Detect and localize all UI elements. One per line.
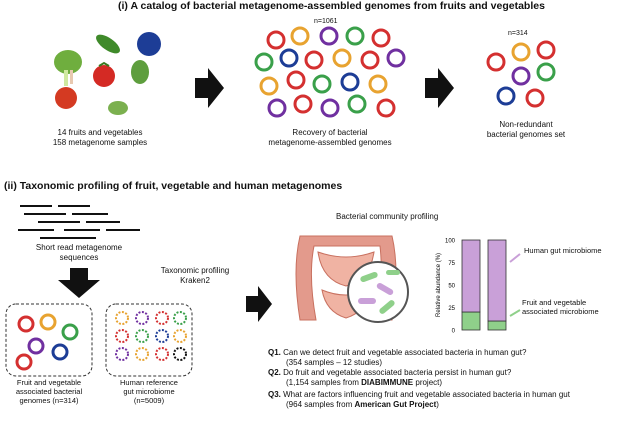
taxonomic-line-1: Taxonomic profiling — [160, 266, 230, 275]
arrow-3 — [246, 286, 272, 322]
bar-segment — [461, 311, 481, 331]
human-box-line-1: Human reference — [120, 378, 178, 387]
q3-text: What are factors influencing fruit and v… — [280, 390, 570, 399]
q2-sub-post: project) — [413, 378, 443, 387]
y-tick-label: 0 — [452, 329, 456, 335]
q3-sub-post: ) — [436, 400, 439, 409]
legend-arrow-human — [509, 253, 521, 263]
bar-segment — [487, 239, 507, 322]
legend-fv-line-2: associated microbiome — [522, 307, 599, 316]
short-reads-caption: Short read metagenome sequences — [4, 243, 154, 263]
fv-box-line-1: Fruit and vegetable — [16, 378, 82, 387]
legend-human: Human gut microbiome — [524, 246, 602, 255]
q2-sub-pre: (1,154 samples from — [286, 378, 362, 387]
taxonomic-line-2: Kraken2 — [180, 276, 210, 285]
short-reads-line-1: Short read metagenome — [35, 243, 123, 252]
short-reads-line-2: sequences — [59, 253, 99, 262]
recovery-genome-circles — [254, 26, 406, 118]
q3-sub-pre: (964 samples from — [286, 400, 355, 409]
fv-box-line-2: associated bacterial — [15, 387, 83, 396]
question-2: Q2. Do fruit and vegetable associated ba… — [268, 368, 511, 378]
recovery-count: n=1061 — [314, 18, 338, 25]
question-3: Q3. What are factors influencing fruit a… — [268, 390, 570, 400]
gut-illustration — [295, 235, 409, 323]
legend-fv: Fruit and vegetable associated microbiom… — [522, 298, 599, 316]
human-box-line-3: (n=5009) — [133, 396, 165, 405]
fv-box-circles — [15, 313, 79, 371]
short-read-lines — [18, 205, 140, 239]
human-reference-box — [105, 303, 193, 377]
q1-sub: (354 samples – 12 studies) — [286, 358, 383, 367]
q1-label: Q1. — [268, 348, 281, 357]
recovery-caption: Recovery of bacterial metagenome-assembl… — [250, 128, 410, 148]
nonredundant-caption-line-1: Non-redundant — [499, 120, 553, 129]
q2-text: Do fruit and vegetable associated bacter… — [280, 368, 512, 377]
bar-segment — [487, 320, 507, 331]
produce-caption: 14 fruits and vegetables 158 metagenome … — [40, 128, 160, 148]
abundance-chart: 100 75 50 25 0 Relative abundance (%) — [436, 239, 507, 335]
nonredundant-count: n=314 — [508, 30, 528, 37]
human-box-caption: Human reference gut microbiome (n=5009) — [102, 378, 196, 405]
nonredundant-genome-circles — [486, 40, 556, 108]
section-1-title: (i) A catalog of bacterial metagenome-as… — [118, 0, 545, 12]
q3-label: Q3. — [268, 390, 281, 399]
y-axis-label: Relative abundance (%) — [436, 253, 442, 317]
taxonomic-caption: Taxonomic profiling Kraken2 — [150, 266, 240, 286]
produce-illustration — [54, 32, 161, 115]
legend-fv-line-1: Fruit and vegetable — [522, 298, 587, 307]
y-tick-label: 100 — [445, 239, 456, 245]
q2-sub: (1,154 samples from DIABIMMUNE project) — [286, 378, 442, 388]
legend-arrow-fv — [509, 309, 521, 317]
arrow-down — [58, 268, 100, 298]
q2-label: Q2. — [268, 368, 281, 377]
human-box-circles — [115, 311, 187, 361]
recovery-caption-line-2: metagenome-assembled genomes — [268, 138, 392, 147]
nonredundant-caption-line-2: bacterial genomes set — [486, 130, 566, 139]
human-box-line-2: gut microbiome — [123, 387, 175, 396]
fv-box-line-3: genomes (n=314) — [19, 396, 79, 405]
fv-box-caption: Fruit and vegetable associated bacterial… — [2, 378, 96, 405]
question-1: Q1. Can we detect fruit and vegetable as… — [268, 348, 526, 358]
y-tick-label: 25 — [448, 306, 455, 312]
arrow-2 — [425, 68, 454, 108]
section-2-title: (ii) Taxonomic profiling of fruit, veget… — [4, 180, 343, 192]
produce-caption-line-1: 14 fruits and vegetables — [57, 128, 143, 137]
y-tick-label: 50 — [448, 284, 455, 290]
recovery-caption-line-1: Recovery of bacterial — [292, 128, 368, 137]
q2-sub-bold: DIABIMMUNE — [361, 378, 414, 387]
q3-sub-bold: American Gut Project — [354, 400, 437, 409]
nonredundant-caption: Non-redundant bacterial genomes set — [466, 120, 586, 140]
bar-segment — [461, 239, 481, 313]
q3-sub: (964 samples from American Gut Project) — [286, 400, 439, 410]
q1-text: Can we detect fruit and vegetable associ… — [280, 348, 527, 357]
y-tick-label: 75 — [448, 261, 455, 267]
community-title: Bacterial community profiling — [336, 212, 439, 221]
arrow-1 — [195, 68, 224, 108]
produce-caption-line-2: 158 metagenome samples — [52, 138, 148, 147]
fv-genomes-box — [5, 303, 93, 377]
